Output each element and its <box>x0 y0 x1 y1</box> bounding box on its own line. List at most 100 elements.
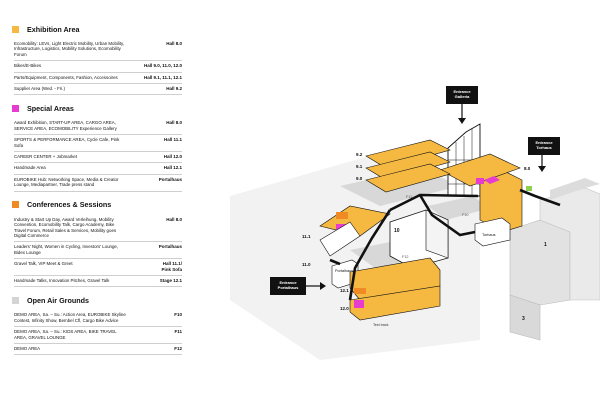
legend-row: Supplier Area (Wed. - Fri.)Hall 9.2 <box>14 84 182 96</box>
legend-row: Gravel Talk, VIP Meet & Greet Hall 11.1/ … <box>14 259 182 276</box>
legend-row-hall: Hall 12.0 <box>163 154 182 160</box>
label-f10: F10 <box>462 213 469 217</box>
east-block-top <box>550 178 600 200</box>
east-block <box>539 187 600 301</box>
legend-row-hall: Portalhaus <box>158 244 182 250</box>
legend-row-hall: Hall 8.0 <box>166 41 182 46</box>
hall-12-0 <box>349 285 441 321</box>
legend-row-description: Ecomobility: LEVs, Light Electric Mobili… <box>14 41 125 57</box>
legend-row-description: Gravel Talk, VIP Meet & Greet <box>14 261 73 267</box>
entrance-portalhaus <box>270 277 326 295</box>
hall-9-2 <box>365 139 451 169</box>
label-hall-11-0: 11.0 <box>302 262 311 267</box>
legend-row-description: SPORTS & PERFORMANCE AREA, Cycle Cafe, P… <box>14 137 120 148</box>
walkways <box>329 188 561 301</box>
legend-row-hall: F10 <box>174 312 182 318</box>
legend-row: DEMO AREA, Sa. – Su.: Action Area, EUROB… <box>14 310 182 328</box>
legend-section-title: Open Air Grounds <box>27 295 90 305</box>
legend-row-description: Industry & Start Up Day, Award Verleihun… <box>14 216 117 238</box>
label-hall-8-0: 8.0 <box>524 166 531 171</box>
legend-section-title: Special Areas <box>27 103 74 113</box>
legend-row-hall: Hall 8.0 <box>166 216 182 222</box>
label-hall-12-0: 12.0 <box>340 306 349 311</box>
legend-row: Ecomobility: LEVs, Light Electric Mobili… <box>14 39 182 62</box>
label-f12: F12 <box>402 255 409 259</box>
legend-row: Parts/Equipment, Components, Fashion, Ac… <box>14 73 182 85</box>
legend-row: SPORTS & PERFORMANCE AREA, Cycle Cafe, P… <box>14 135 182 153</box>
legend-row-description: DEMO AREA, Sa. – Su.: KIDS AREA, BIKE TR… <box>14 329 117 340</box>
legend-row: Industry & Start Up Day, Award Verleihun… <box>14 215 182 243</box>
legend-swatch <box>12 296 19 304</box>
legend-section-title: Exhibition Area <box>27 24 80 34</box>
hall-11-0 <box>319 221 361 257</box>
hall-9-0 <box>365 163 451 193</box>
legend-row-hall: Hall 8.0 <box>166 120 182 126</box>
hall-8-0-special-2 <box>476 178 484 184</box>
label-torhaus: Torhaus <box>482 233 496 237</box>
label-hall-12-1: 12.1 <box>340 288 349 293</box>
label-hall-1: 1 <box>544 242 547 248</box>
legend-row-hall: Portalhaus <box>158 176 182 182</box>
legend-row: DEMO AREA, Sa. – Su.: KIDS AREA, BIKE TR… <box>14 327 182 344</box>
hall-11-1-pink <box>336 224 346 230</box>
legend-row-description: CAREER CENTER + Jobmarket <box>14 154 78 160</box>
legend-swatch <box>12 201 19 209</box>
legend-section-header: Conferences & Sessions <box>12 198 182 212</box>
label-test-track: Test track <box>373 323 389 327</box>
legend-row-description: DEMO AREA, Sa. – Su.: Action Area, EUROB… <box>14 312 126 323</box>
legend-row: Bikes/E-Bikes Hall 9.0, 11.0, 12.0 <box>14 61 182 73</box>
legend-row-hall: F12 <box>174 345 182 351</box>
label-hall-9-1: 9.1 <box>356 164 363 169</box>
legend-row: DEMO AREA F12 <box>14 344 182 356</box>
legend-swatch <box>12 25 19 33</box>
hall-1-block <box>509 219 571 306</box>
legend-row-hall: Hall 12.1 <box>163 165 182 171</box>
legend-row-hall: Hall 9.1, 11.1, 12.1 <box>143 74 182 80</box>
legend-section-header: Special Areas <box>12 101 182 115</box>
hall-3-block <box>509 294 541 341</box>
legend-section-header: Exhibition Area <box>12 22 182 36</box>
hall-11-1-special <box>336 212 348 219</box>
label-f11: F11 <box>406 195 412 199</box>
legend-row-hall: Hall 11.1 <box>163 137 182 143</box>
label-hall-9-0: 9.0 <box>356 176 363 181</box>
label-hall-11-1: 11.1 <box>302 234 311 239</box>
entrance-galleria <box>446 86 478 124</box>
entrance-torhaus <box>528 137 560 172</box>
legend-section-header: Open Air Grounds <box>12 293 182 307</box>
legend-row: Award Exhibition, START-UP AREA, CARGO A… <box>14 118 182 136</box>
hall-12-special-2 <box>354 288 366 294</box>
label-hall-10: 10 <box>394 228 400 234</box>
legend-row-hall: Hall 9.0, 11.0, 12.0 <box>143 63 182 69</box>
f10-open-air <box>428 196 490 220</box>
legend-row-hall: Hall 11.1/ Pink Sofa <box>161 261 182 272</box>
hall-12-special <box>354 300 364 308</box>
label-hall-9-2: 9.2 <box>356 152 363 157</box>
legend-row-description: EUROBIKE Hub: Networking Space, Media & … <box>14 176 119 188</box>
label-portalhaus: Portalhaus <box>335 269 353 273</box>
hall-8-0-roof <box>439 153 521 187</box>
legend-row: EUROBIKE Hub: Networking Space, Media & … <box>14 175 182 192</box>
legend-row: CAREER CENTER + Jobmarket Hall 12.0 <box>14 152 182 164</box>
hall-9-1 <box>365 151 451 181</box>
legend-row-description: Handmade Talks, Innovation Pitches, Grav… <box>14 277 110 283</box>
legend-row-description: DEMO AREA <box>14 345 41 351</box>
legend-row-hall: Hall 9.2 <box>166 86 182 92</box>
legend-row: Leaders' Night, Women in Cycling, Invest… <box>14 242 182 260</box>
legend-row: Handmade Talks, Innovation Pitches, Grav… <box>14 276 182 288</box>
legend-section-title: Conferences & Sessions <box>27 200 112 210</box>
green-marker <box>526 186 532 191</box>
legend-row-description: Bikes/E-Bikes <box>14 63 42 69</box>
legend-row-description: Parts/Equipment, Components, Fashion, Ac… <box>14 74 118 80</box>
legend-swatch <box>12 104 19 112</box>
torhaus <box>474 217 511 247</box>
